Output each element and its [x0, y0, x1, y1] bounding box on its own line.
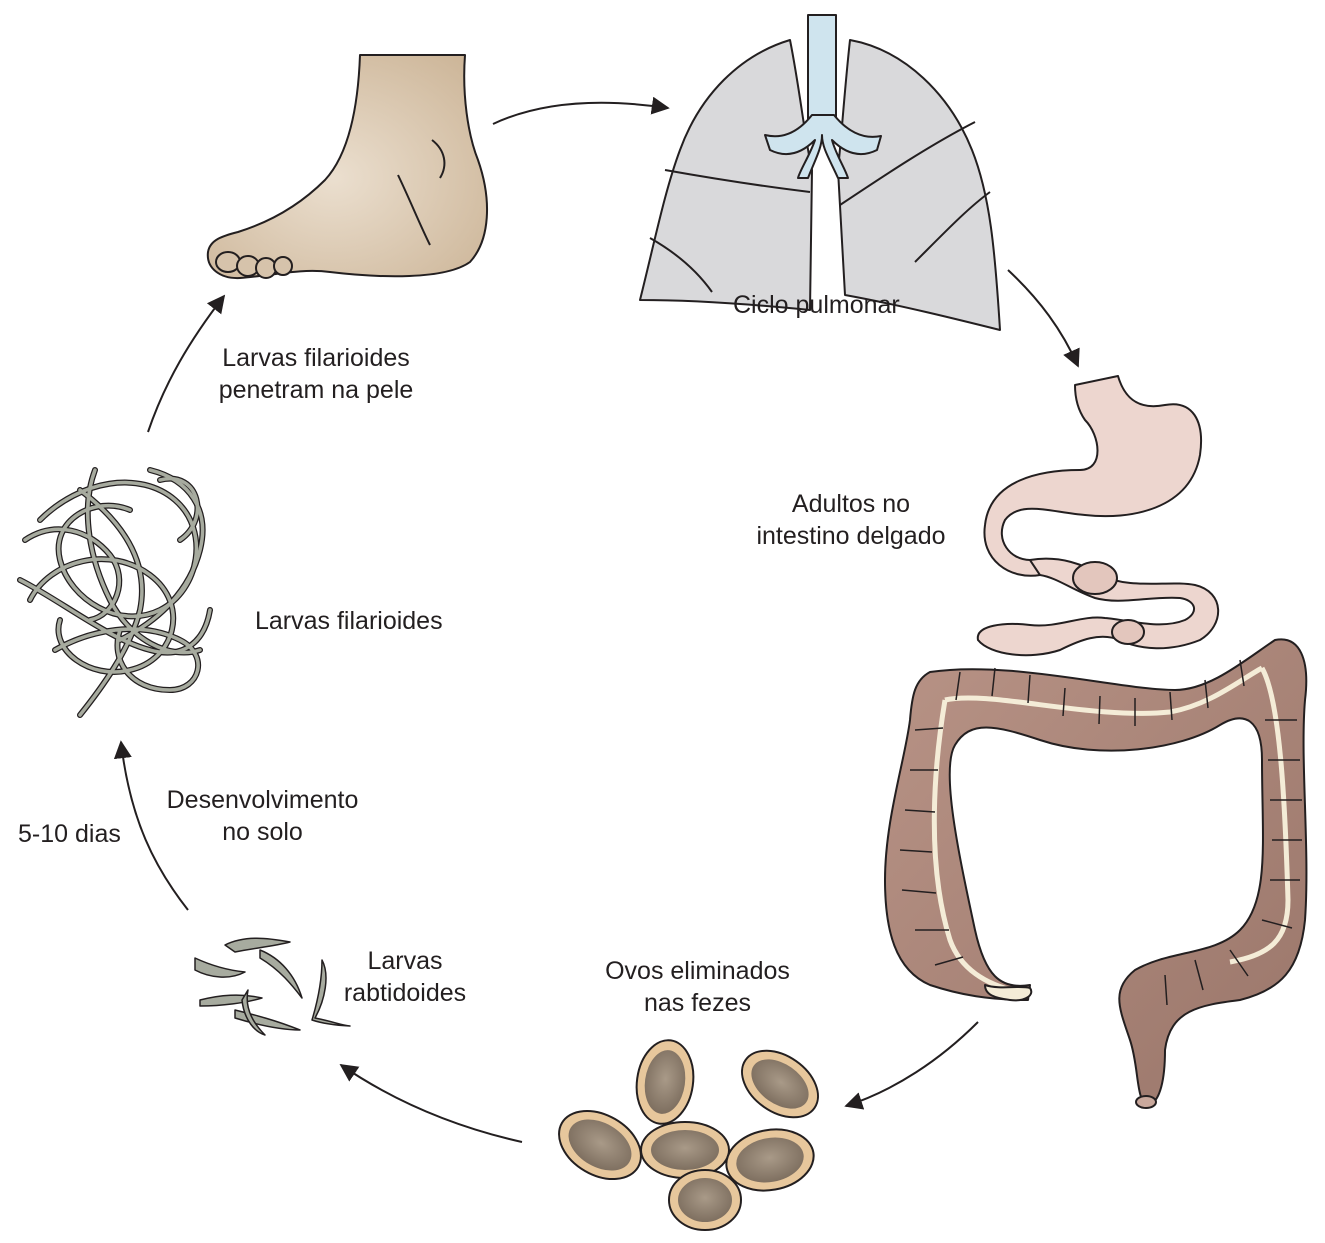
label-eggs-in-feces: Ovos eliminados nas fezes [590, 955, 805, 1019]
label-penetrate-line2: penetram na pele [196, 374, 436, 406]
right-lung [838, 40, 1000, 330]
label-pulmonary-cycle: Ciclo pulmonar [733, 289, 900, 321]
label-days-text: 5-10 dias [18, 818, 121, 850]
arrow-lungs-to-stomach [1008, 270, 1078, 366]
label-rhabditiform-line2: rabtidoides [330, 977, 480, 1009]
egg [631, 1037, 698, 1128]
lungs-illustration [640, 15, 1000, 330]
label-development-in-soil: Desenvolvimento no solo [150, 784, 375, 848]
rhabditiform-larvae-illustration [195, 938, 350, 1035]
label-rhabditiform-larvae: Larvas rabtidoides [330, 945, 480, 1009]
egg [641, 1122, 729, 1178]
left-lung [640, 40, 812, 310]
stomach-small-intestine-illustration [978, 376, 1218, 655]
egg [669, 1170, 741, 1230]
label-rhabditiform-line1: Larvas [330, 945, 480, 977]
label-adults-small-intestine: Adultos no intestino delgado [742, 488, 960, 552]
label-filariform-larvae: Larvas filarioides [255, 605, 443, 637]
label-days: 5-10 dias [18, 818, 121, 850]
trachea [808, 15, 836, 125]
stomach [984, 376, 1201, 576]
arrow-eggs-to-rhabditiform [341, 1065, 522, 1142]
label-filariform-text: Larvas filarioides [255, 605, 443, 637]
label-development-line2: no solo [150, 816, 375, 848]
label-penetrate-line1: Larvas filarioides [196, 342, 436, 374]
label-development-line1: Desenvolvimento [150, 784, 375, 816]
label-eggs-line2: nas fezes [590, 987, 805, 1019]
label-adults-line2: intestino delgado [742, 520, 960, 552]
egg [730, 1037, 831, 1131]
arrow-foot-to-lungs [493, 103, 668, 124]
arrow-colon-to-eggs [846, 1022, 978, 1106]
eggs-illustration [547, 1037, 831, 1230]
label-adults-line1: Adultos no [742, 488, 960, 520]
filariform-larvae-illustration [20, 470, 210, 715]
label-eggs-line1: Ovos eliminados [590, 955, 805, 987]
label-pulmonary-cycle-text: Ciclo pulmonar [733, 289, 900, 321]
egg [547, 1097, 653, 1193]
large-intestine-illustration [885, 639, 1306, 1108]
label-larvae-penetrate-skin: Larvas filarioides penetram na pele [196, 342, 436, 406]
foot-illustration [208, 55, 487, 278]
